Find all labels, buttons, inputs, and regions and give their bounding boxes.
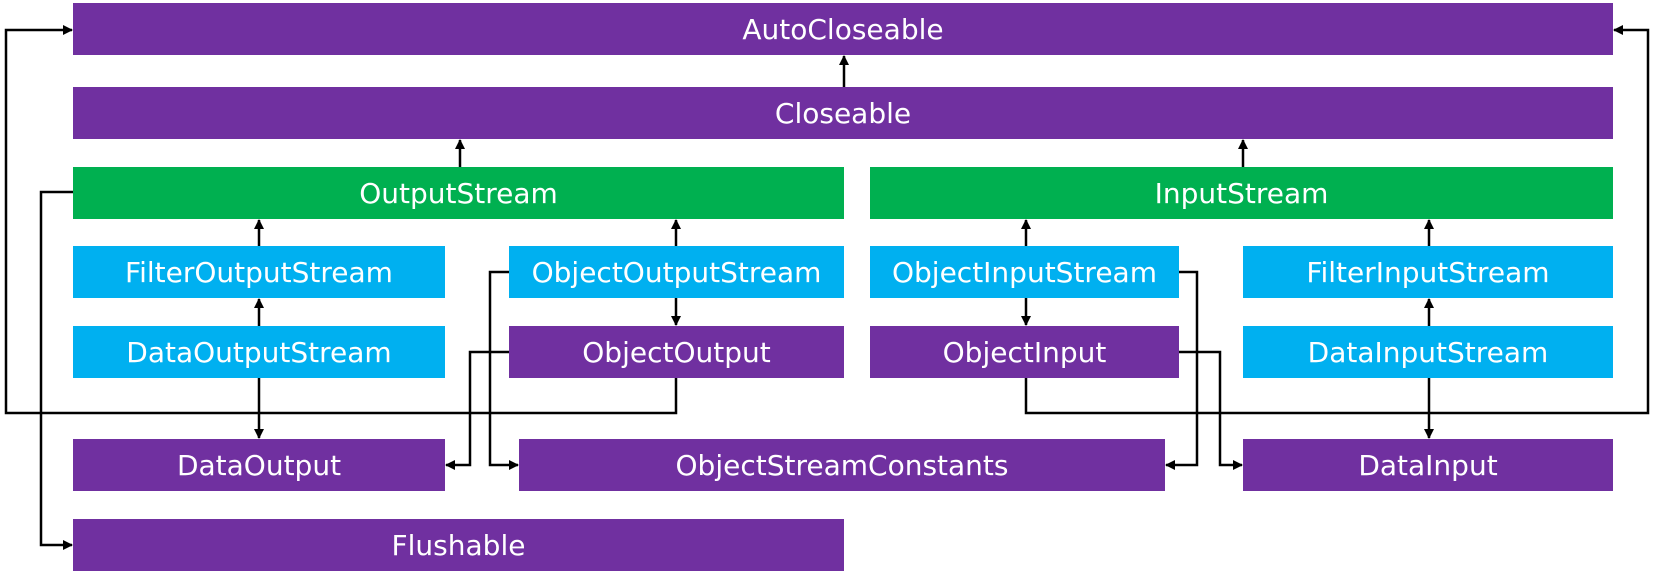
edge-outputstream-flushable: [39, 190, 73, 550]
node-flushable: Flushable: [73, 519, 844, 571]
node-dataoutputstream: DataOutputStream: [73, 326, 445, 378]
node-objectstreamconstants: ObjectStreamConstants: [519, 439, 1165, 491]
node-dataoutput: DataOutput: [73, 439, 445, 491]
node-outputstream: OutputStream: [73, 167, 844, 219]
node-objectinput: ObjectInput: [870, 326, 1179, 378]
node-datainputstream: DataInputStream: [1243, 326, 1613, 378]
node-autocloseable: AutoCloseable: [73, 3, 1613, 55]
node-filteroutputstream: FilterOutputStream: [73, 246, 445, 298]
node-datainput: DataInput: [1243, 439, 1613, 491]
node-filterinputstream: FilterInputStream: [1243, 246, 1613, 298]
node-objectoutput: ObjectOutput: [509, 326, 844, 378]
node-objectinputstream: ObjectInputStream: [870, 246, 1179, 298]
node-objectoutputstream: ObjectOutputStream: [509, 246, 844, 298]
edge-objectinput-datainput: [1179, 350, 1243, 470]
node-closeable: Closeable: [73, 87, 1613, 139]
edge-objectoutput-dataoutput: [445, 350, 509, 470]
node-inputstream: InputStream: [870, 167, 1613, 219]
